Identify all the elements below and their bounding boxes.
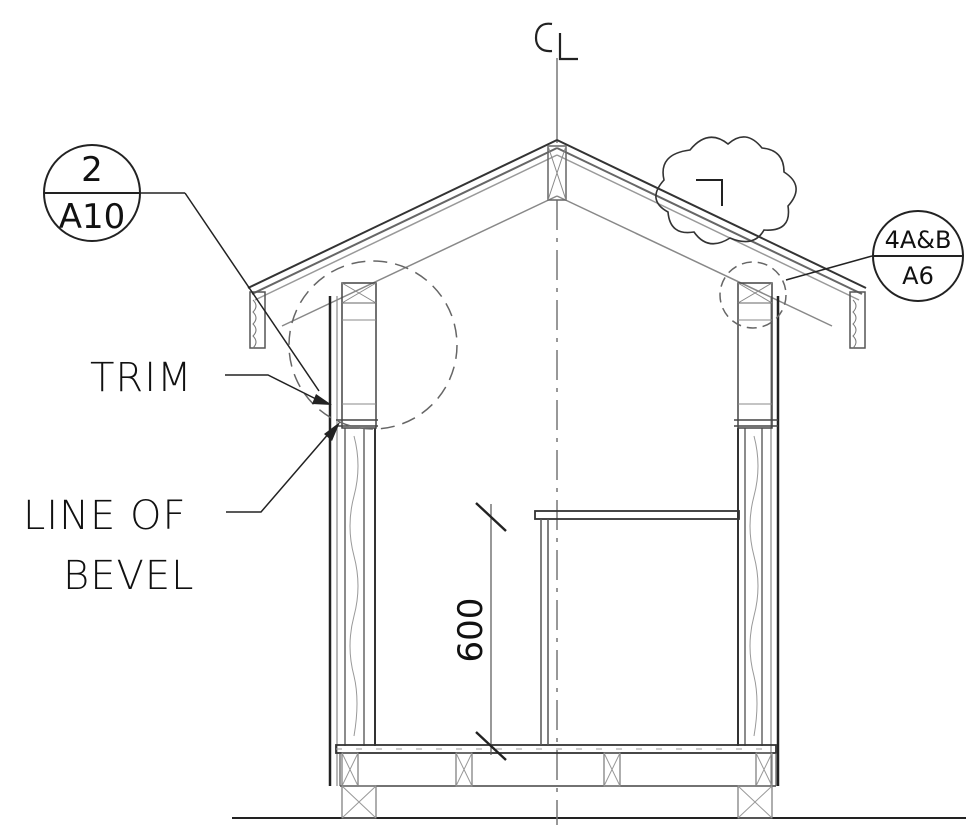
centerline-symbol <box>534 22 578 61</box>
detail-circle-right <box>719 261 787 329</box>
detail-circle-left <box>288 260 458 430</box>
bevel-leader <box>226 422 340 513</box>
centerline <box>534 22 578 825</box>
roof <box>247 139 867 349</box>
callout-left-bottom: A10 <box>59 197 126 237</box>
callout-right-top: 4A&B <box>885 226 952 254</box>
label-trim: TRIM <box>90 355 193 401</box>
right-wall <box>734 282 780 786</box>
floor-deck <box>335 744 777 819</box>
label-bevel-line1: LINE OF <box>23 493 186 539</box>
callout-right-bottom: A6 <box>902 262 934 290</box>
bench <box>534 510 740 745</box>
dimension-600-value: 600 <box>451 598 491 663</box>
label-bevel-line2: BEVEL <box>63 553 194 599</box>
trim-leader <box>225 374 332 405</box>
revision-cloud <box>655 136 797 245</box>
left-wall <box>328 282 378 786</box>
callout-right: 4A&B A6 <box>785 210 964 302</box>
callout-left: 2 A10 <box>43 144 320 392</box>
callout-left-top: 2 <box>81 150 103 190</box>
dimension-600: 600 <box>451 502 507 761</box>
